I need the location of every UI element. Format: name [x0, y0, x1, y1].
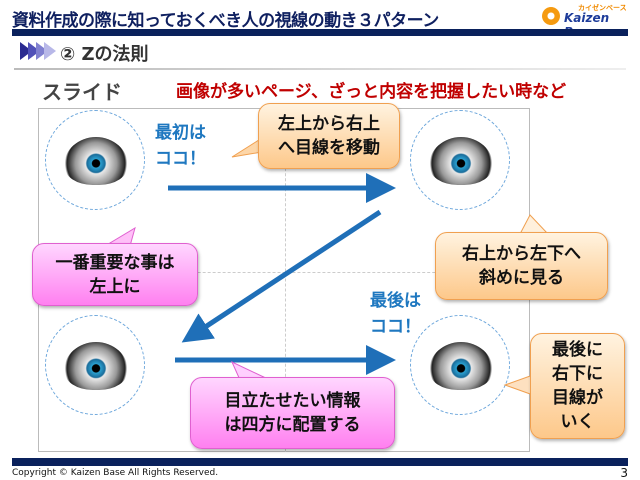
- callout-top-move: 左上から右上へ目線を移動: [258, 103, 400, 169]
- chevron-arrows-icon: [20, 42, 56, 60]
- first-label: 最初は ココ！: [155, 120, 206, 172]
- last-label: 最後は ココ！: [370, 288, 421, 340]
- header-bar: [12, 29, 628, 36]
- logo-kana: カイゼンベース: [578, 4, 627, 12]
- slide-label: スライド: [42, 80, 122, 104]
- subtitle: 画像が多いページ、ざっと内容を把握したい時など: [176, 82, 567, 102]
- page-number: 3: [620, 466, 628, 480]
- first-label-line: 最初は: [155, 123, 206, 143]
- last-label-line: 最後は: [370, 291, 421, 311]
- callout-line: 斜めに見る: [479, 268, 564, 288]
- last-label-line: ココ！: [370, 317, 421, 337]
- callout-line: 目立たせたい情報: [224, 391, 361, 411]
- eye-bottom-left: [45, 315, 145, 415]
- callout-four-corners: 目立たせたい情報は四方に配置する: [190, 377, 395, 449]
- footer-bar: [12, 458, 628, 466]
- callout-line: 右上から左下へ: [462, 244, 581, 264]
- callout-line: 最後に: [552, 340, 603, 360]
- eye-top-right: [410, 110, 510, 210]
- section-divider: [14, 68, 626, 70]
- eye-bottom-right: [410, 315, 510, 415]
- callout-diagonal: 右上から左下へ斜めに見る: [435, 232, 608, 300]
- callout-line: は四方に配置する: [224, 415, 361, 435]
- gear-logo-icon: [542, 7, 560, 25]
- callout-line: 左上から右上: [278, 114, 380, 134]
- callout-line: いく: [560, 412, 595, 432]
- first-label-line: ココ！: [155, 149, 206, 169]
- eye-icon: [429, 137, 493, 185]
- eye-top-left: [45, 110, 145, 210]
- page-title: 資料作成の際に知っておくべき人の視線の動き３パターン: [12, 11, 439, 31]
- copyright: Copyright © Kaizen Base All Rights Reser…: [12, 468, 219, 478]
- callout-line: 左上に: [89, 276, 141, 297]
- callout-line: 一番重要な事は: [55, 252, 175, 273]
- arrow-diagonal: [181, 209, 382, 343]
- callout-last: 最後に右下に目線がいく: [530, 333, 625, 439]
- vertical-guide: [285, 108, 286, 452]
- callout-important: 一番重要な事は左上に: [32, 243, 198, 306]
- eye-icon: [429, 342, 493, 390]
- callout-line: 右下に: [552, 364, 603, 384]
- section-title: ② Zの法則: [60, 44, 149, 65]
- callout-line: 目線が: [552, 388, 603, 408]
- callout-line: へ目線を移動: [278, 138, 380, 158]
- eye-icon: [64, 342, 128, 390]
- eye-icon: [64, 137, 128, 185]
